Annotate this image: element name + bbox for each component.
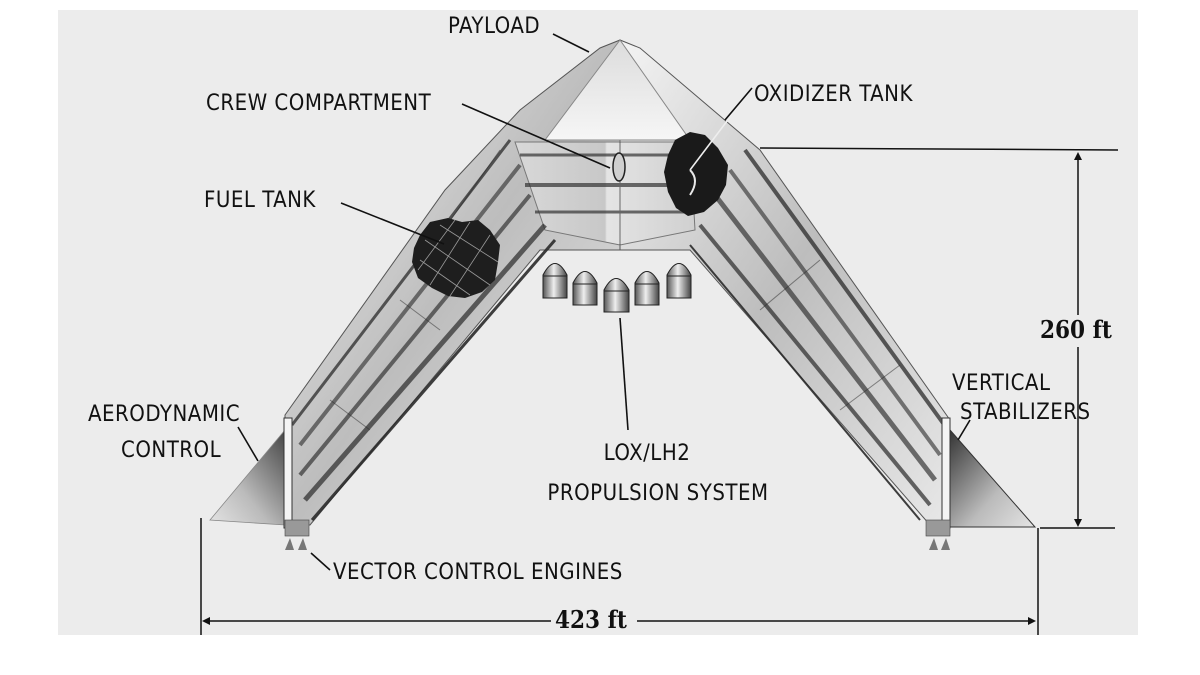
fuel-tank-cutaway	[412, 218, 500, 298]
vector-control-engines-label: VECTOR CONTROL ENGINES	[333, 560, 623, 585]
oxidizer-tank-cutaway	[664, 132, 728, 216]
oxidizer-leader	[689, 87, 753, 171]
aerodynamic-control-label: AERODYNAMIC CONTROL	[88, 397, 240, 469]
aero-control-leader	[237, 426, 259, 462]
propulsion-leader	[619, 317, 629, 431]
engine-5	[666, 263, 692, 299]
payload-label: PAYLOAD	[448, 14, 541, 39]
vertical-stabilizers-line1: VERTICAL	[952, 371, 1051, 396]
engine-1	[542, 263, 568, 299]
dimension-lines	[200, 147, 1119, 635]
leader-lines	[237, 33, 971, 571]
body-tubes	[520, 142, 690, 245]
right-wing-tubes	[689, 148, 950, 521]
engine-2	[572, 271, 598, 306]
vertical-stabilizers-line2: STABILIZERS	[960, 400, 1091, 425]
payload-leader	[552, 33, 590, 53]
vertical-stabilizers-label: VERTICAL STABILIZERS	[952, 369, 1091, 427]
engine-3	[603, 278, 630, 313]
vector-engines-leader	[310, 552, 331, 571]
propulsion-line2: PROPULSION SYSTEM	[547, 481, 769, 506]
propulsion-system-label: LOX/LH2 PROPULSION SYSTEM	[518, 434, 798, 514]
width-dimension-label: 423 ft	[555, 605, 627, 634]
crew-compartment	[612, 152, 626, 182]
oxidizer-tank-label: OXIDIZER TANK	[754, 82, 913, 107]
height-dimension-label: 260 ft	[1040, 315, 1112, 344]
right-vertical-stabilizer	[925, 417, 1037, 550]
propulsion-line1: LOX/LH2	[603, 441, 691, 466]
stabilizer-leader	[957, 419, 971, 441]
engine-4	[634, 271, 660, 306]
main-engines	[542, 263, 692, 313]
fuel-tank-label: FUEL TANK	[204, 188, 316, 213]
fuel-tank-leader	[340, 202, 445, 245]
crew-compartment-label: CREW COMPARTMENT	[206, 91, 432, 116]
aerodynamic-control-line1: AERODYNAMIC	[88, 402, 241, 427]
left-aerodynamic-control	[209, 417, 310, 550]
oxidizer-leader-dark	[724, 87, 753, 121]
crew-leader	[461, 103, 611, 169]
aerodynamic-control-line2: CONTROL	[121, 438, 222, 463]
